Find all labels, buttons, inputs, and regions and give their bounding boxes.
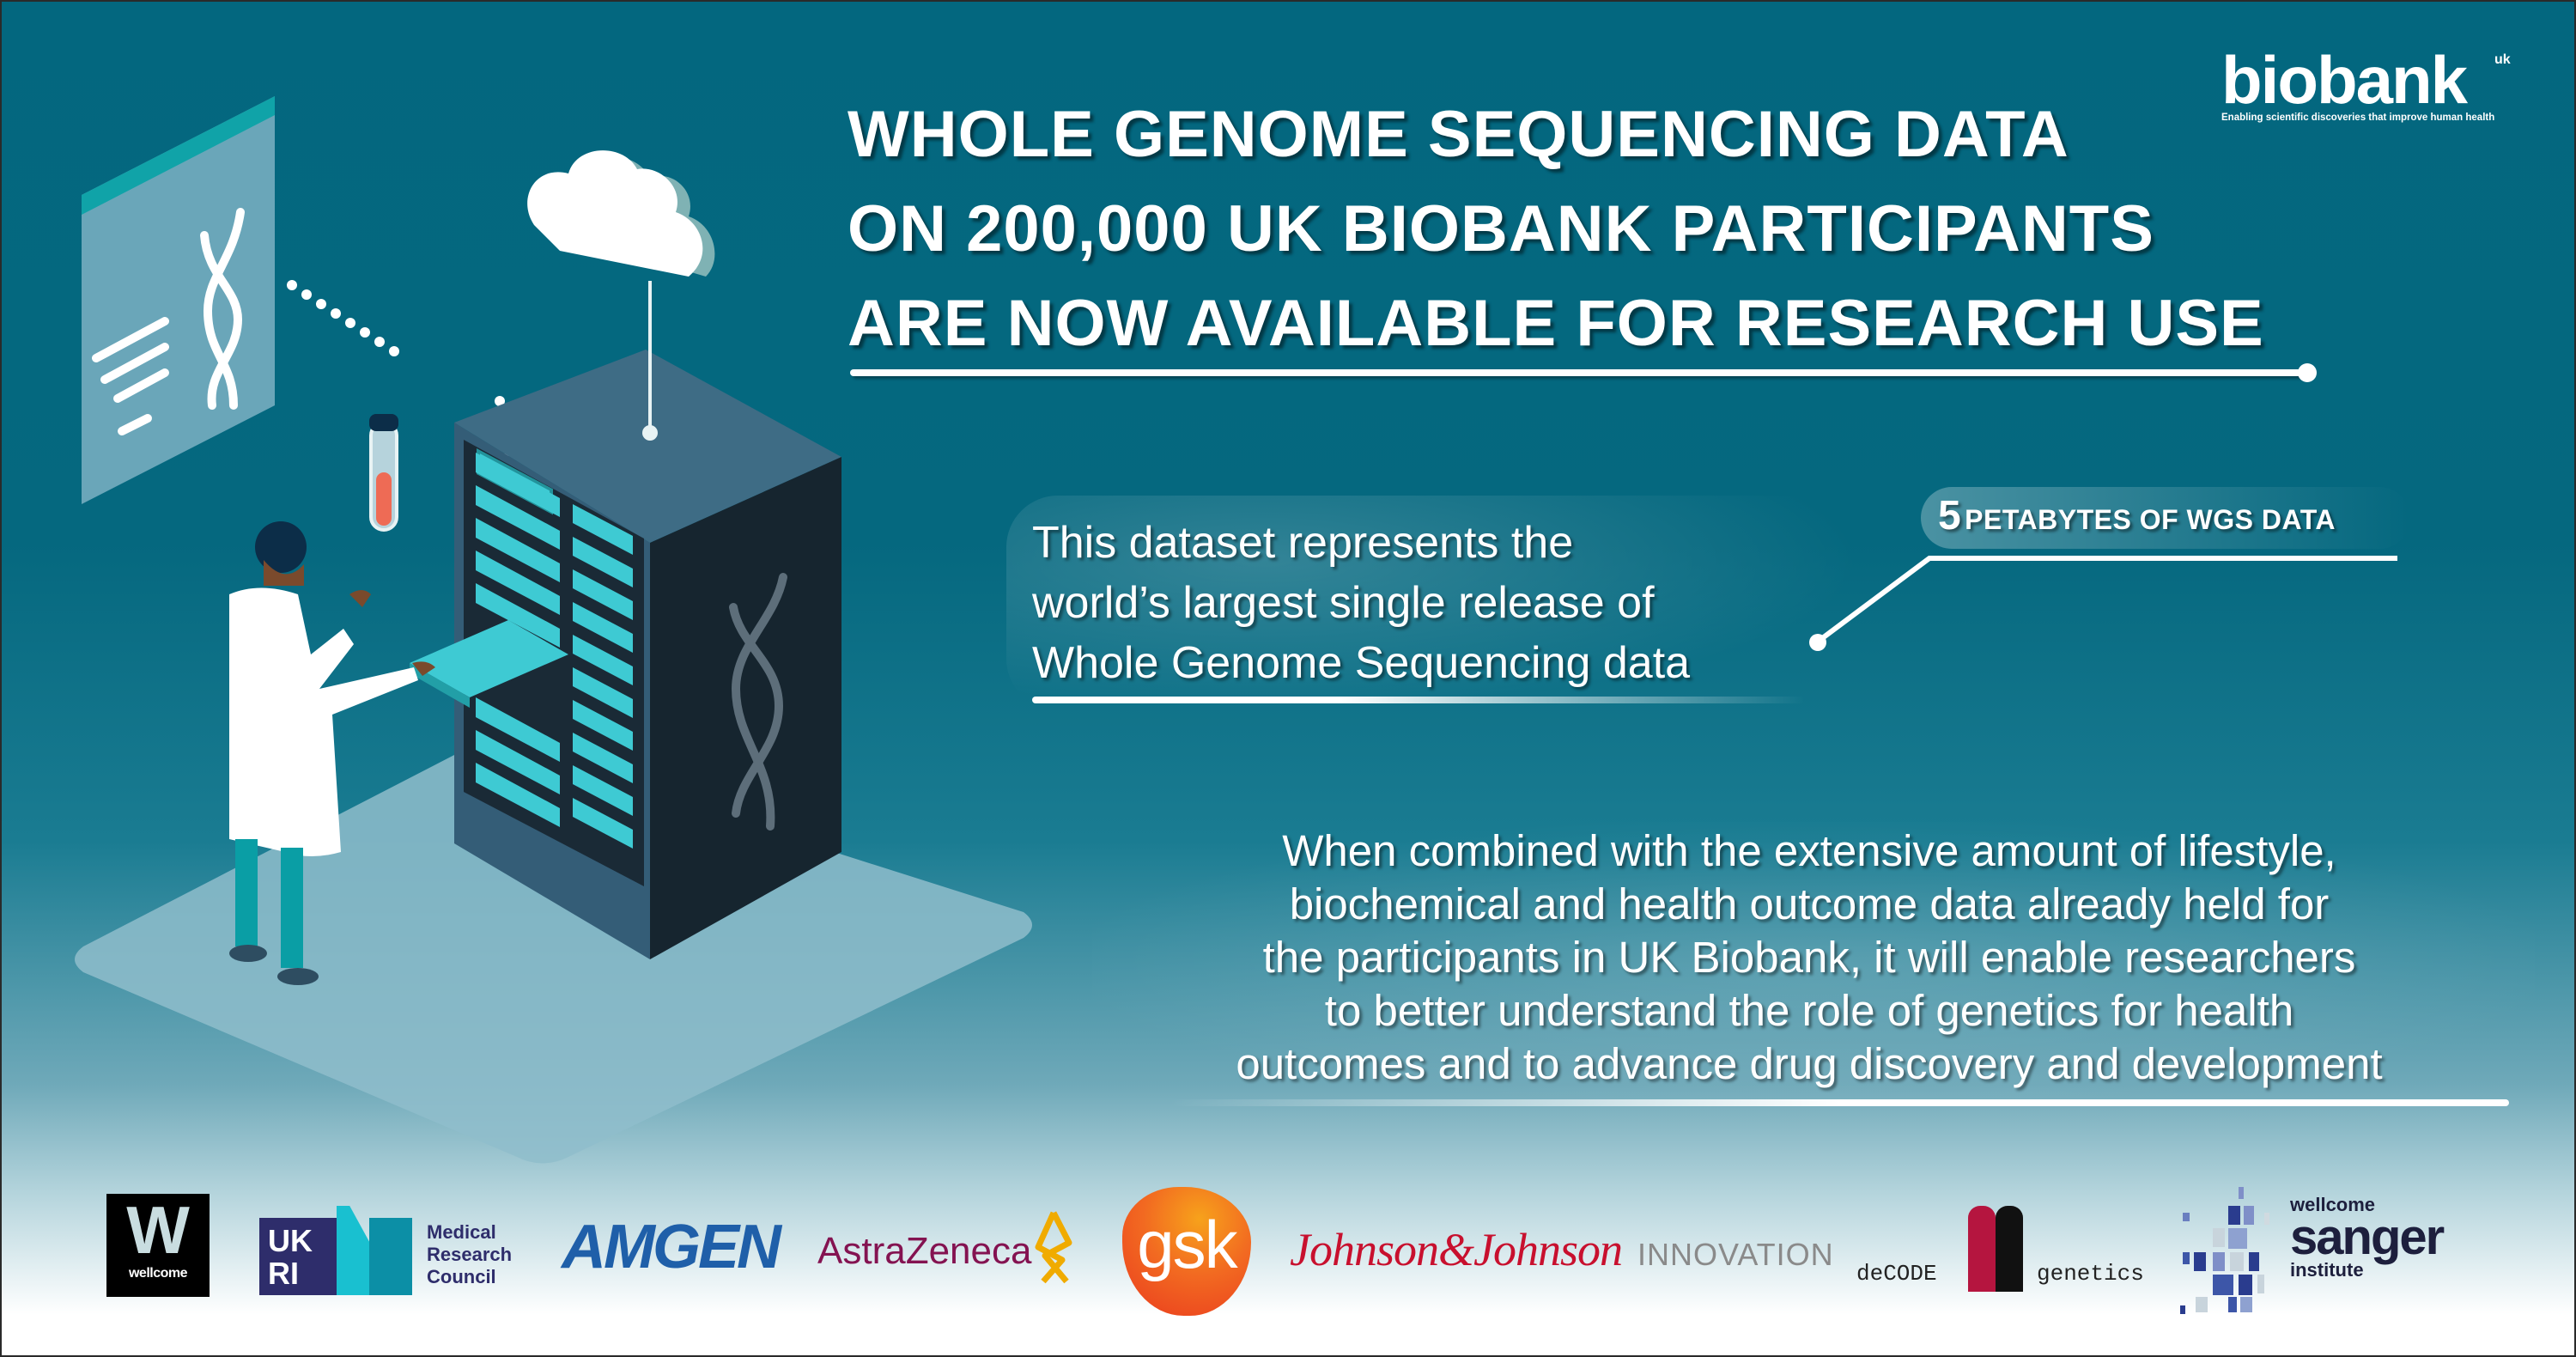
- genetics-text: genetics: [2037, 1261, 2144, 1287]
- astrazeneca-logo: AstraZeneca: [817, 1230, 1032, 1272]
- dataset-statement: This dataset represents the world’s larg…: [1032, 513, 1891, 693]
- petabyte-stat-value: 5: [1938, 493, 1961, 539]
- dataset-statement-underline: [1032, 697, 1805, 703]
- petabyte-stat-label: PETABYTES OF WGS DATA: [1965, 504, 2336, 535]
- decode-figure-black: [1996, 1206, 2023, 1292]
- impact-line-1: When combined with the extensive amount …: [1282, 826, 2336, 875]
- impact-line-2: biochemical and health outcome data alre…: [1289, 879, 2330, 928]
- biobank-logo-wordmark: biobank: [2221, 42, 2468, 118]
- decode-text: deCODE: [1856, 1261, 1937, 1287]
- biobank-logo-tagline: Enabling scientific discoveries that imp…: [2221, 113, 2495, 123]
- dna-screen-panel: [82, 96, 275, 504]
- mrc-name-line-2: Research: [427, 1244, 513, 1265]
- biobank-logo-uk: uk: [2494, 52, 2511, 67]
- ukri-mark-line-1: UK: [268, 1223, 313, 1258]
- petabyte-connector-line: [1809, 556, 2397, 651]
- johnson-johnson-logo: Johnson&Johnson: [1290, 1224, 1623, 1275]
- astrazeneca-symbol-icon: [1035, 1211, 1072, 1284]
- headline-line-1: WHOLE GENOME SEQUENCING DATA: [848, 98, 2069, 171]
- impact-statement-underline: [1170, 1099, 2509, 1106]
- gsk-logo: gsk: [1122, 1187, 1251, 1316]
- sponsor-logos: W wellcome UK RI Medical Research Counci…: [2, 1187, 2574, 1333]
- ukri-logo-mark: UK RI: [259, 1218, 337, 1295]
- ukri-mark-line-2: RI: [268, 1256, 299, 1291]
- headline-underline-dot: [2298, 363, 2317, 382]
- sanger-name: wellcome sanger institute: [2290, 1194, 2445, 1281]
- mrc-name-line-1: Medical: [427, 1221, 496, 1243]
- impact-statement-glow: [1092, 822, 2535, 1105]
- server-rack: [454, 350, 841, 959]
- headline: WHOLE GENOME SEQUENCING DATA ON 200,000 …: [848, 88, 2393, 371]
- decode-figure-red: [1968, 1206, 1996, 1292]
- petabyte-stat-pill: [1921, 487, 2410, 549]
- impact-line-5: outcomes and to advance drug discovery a…: [1236, 1039, 2383, 1088]
- decode-genetics-logo: deCODE genetics: [1856, 1206, 2148, 1300]
- johnson-johnson-innovation-label: INNOVATION: [1637, 1237, 1834, 1272]
- biobank-logo: biobank uk Enabling scientific discoveri…: [2221, 42, 2513, 126]
- sanger-pixel-mark-icon: [2180, 1187, 2269, 1314]
- dataset-statement-line-1: This dataset represents the: [1032, 518, 1574, 568]
- headline-underline: [850, 369, 2310, 376]
- impact-statement: When combined with the extensive amount …: [1092, 825, 2526, 1091]
- wellcome-logo-mark: W: [126, 1192, 190, 1268]
- mrc-name-line-3: Council: [427, 1266, 496, 1287]
- mrc-name: Medical Research Council: [427, 1221, 512, 1288]
- headline-line-2: ON 200,000 UK BIOBANK PARTICIPANTS: [848, 192, 2154, 265]
- wellcome-sanger-logo: wellcome sanger institute: [2178, 1187, 2488, 1316]
- scientist-figure: [229, 521, 435, 985]
- dataset-statement-line-3: Whole Genome Sequencing data: [1032, 638, 1691, 688]
- ukri-logo-shape-dark: [369, 1218, 412, 1295]
- amgen-logo: AMGEN: [562, 1213, 781, 1281]
- impact-line-4: to better understand the role of genetic…: [1324, 986, 2294, 1035]
- cloud-icon: [527, 150, 715, 441]
- ukri-logo-shape-light: [337, 1206, 369, 1295]
- headline-line-3: ARE NOW AVAILABLE FOR RESEARCH USE: [848, 287, 2264, 360]
- dataset-statement-line-2: world’s largest single release of: [1032, 578, 1655, 628]
- sanger-name-line-3: institute: [2290, 1259, 2364, 1281]
- wellcome-logo-text: wellcome: [128, 1266, 188, 1281]
- wellcome-logo: W wellcome: [106, 1194, 210, 1297]
- impact-line-3: the participants in UK Biobank, it will …: [1262, 933, 2356, 982]
- petabyte-stat: 5 PETABYTES OF WGS DATA: [1938, 492, 2336, 539]
- test-tube-icon: [369, 414, 398, 532]
- dataset-statement-glow: [1006, 496, 1865, 710]
- sample-tray: [410, 620, 568, 697]
- sanger-name-line-2: sanger: [2290, 1209, 2445, 1265]
- sanger-name-line-1: wellcome: [2290, 1194, 2376, 1215]
- scientist-server-illustration: [75, 96, 1032, 1164]
